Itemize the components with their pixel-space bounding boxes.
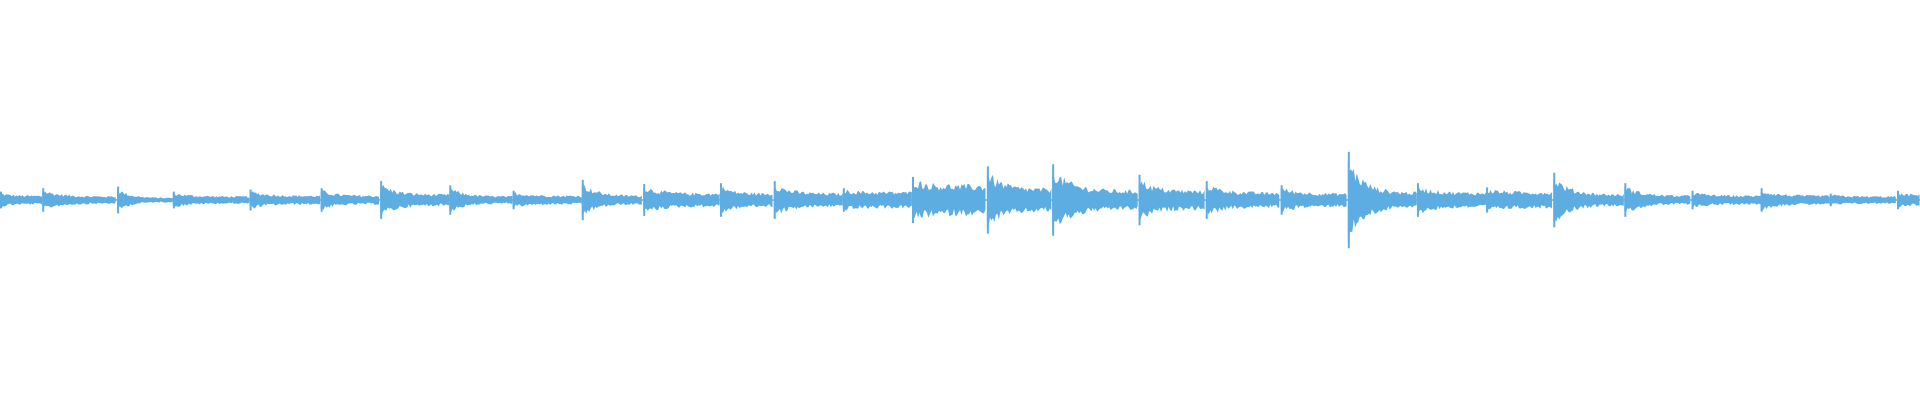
waveform-segment: [1347, 161, 1417, 243]
waveform-segment: [1760, 192, 1830, 211]
waveform-segment: [986, 174, 1052, 230]
waveform-segment: [773, 187, 843, 218]
waveform-segment: [1052, 175, 1138, 231]
waveform-segment: [1138, 181, 1205, 221]
